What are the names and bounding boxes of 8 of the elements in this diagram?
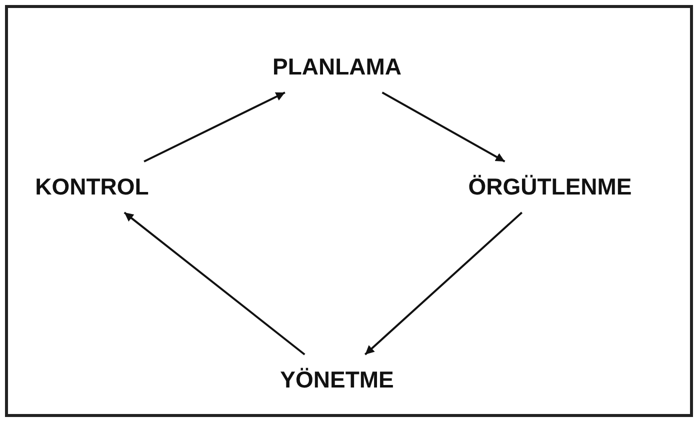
node-label: PLANLAMA [272,54,402,80]
node-label: YÖNETME [280,366,394,392]
node-label: KONTROL [35,174,149,200]
arrow [382,92,506,162]
arrow [124,212,306,356]
node-label: ÖRGÜTLENME [468,174,632,200]
arrow [144,92,286,162]
arrow [364,212,523,356]
